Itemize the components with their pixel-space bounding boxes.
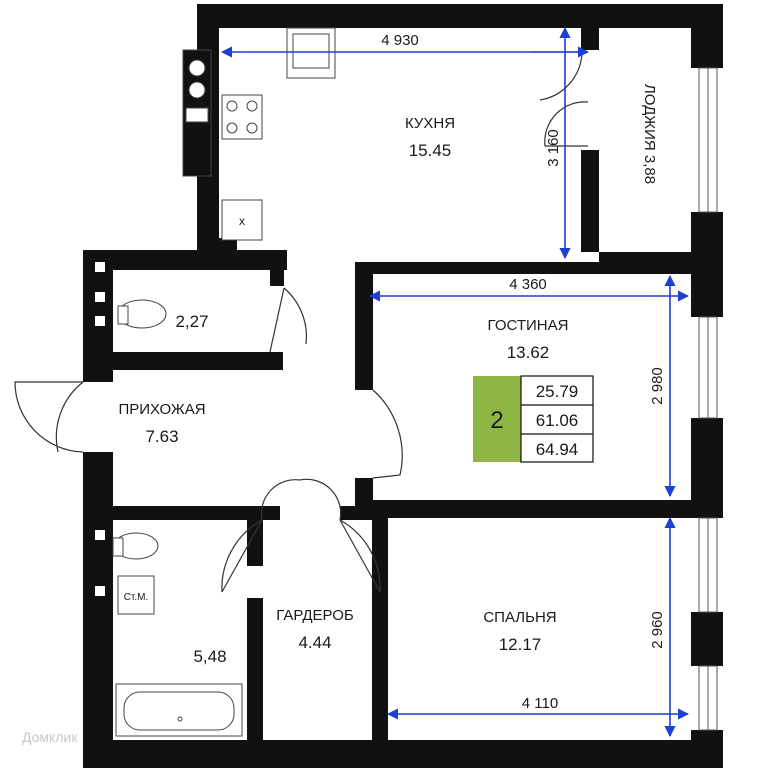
area-summary: 2 25.79 61.06 64.94 (473, 375, 594, 463)
walls (83, 4, 723, 768)
total-area-value: 61.06 (536, 411, 579, 430)
bedroom-name: СПАЛЬНЯ (483, 609, 556, 626)
loggia-label: ЛОДЖИЯ 3,88 (641, 84, 658, 184)
kitchen-name: КУХНЯ (405, 115, 455, 132)
living-name: ГОСТИНАЯ (488, 317, 569, 334)
watermark: Домклик (22, 729, 78, 745)
doors (14, 51, 589, 593)
dimension-lines (220, 26, 690, 738)
room-count-badge (473, 376, 521, 462)
hall-area: 7.63 (145, 427, 178, 446)
dim-living-depth: 2 980 (649, 367, 666, 405)
hall-name: ПРИХОЖАЯ (118, 401, 205, 418)
dim-kitchen-width: 4 930 (381, 32, 419, 49)
living-area: 13.62 (507, 343, 550, 362)
bath-area: 5,48 (193, 647, 226, 666)
bedroom-area: 12.17 (499, 635, 542, 654)
kitchen-area: 15.45 (409, 141, 452, 160)
dim-kitchen-depth: 3 160 (545, 129, 562, 167)
oven-cross: x (239, 214, 245, 228)
dim-living-width: 4 360 (509, 276, 547, 293)
fixtures (112, 27, 336, 737)
room-count: 2 (490, 407, 503, 434)
dim-bedroom-width: 4 110 (522, 695, 558, 712)
wardrobe-name: ГАРДЕРОБ (276, 607, 354, 624)
wc-area: 2,27 (175, 312, 208, 331)
dim-bedroom-depth: 2 960 (649, 611, 666, 649)
living-area-value: 25.79 (536, 382, 579, 401)
windows (698, 67, 718, 731)
washer-label: Ст.М. (124, 592, 149, 603)
wardrobe-area: 4.44 (298, 633, 331, 652)
total-area-with-loggia-value: 64.94 (536, 440, 579, 459)
